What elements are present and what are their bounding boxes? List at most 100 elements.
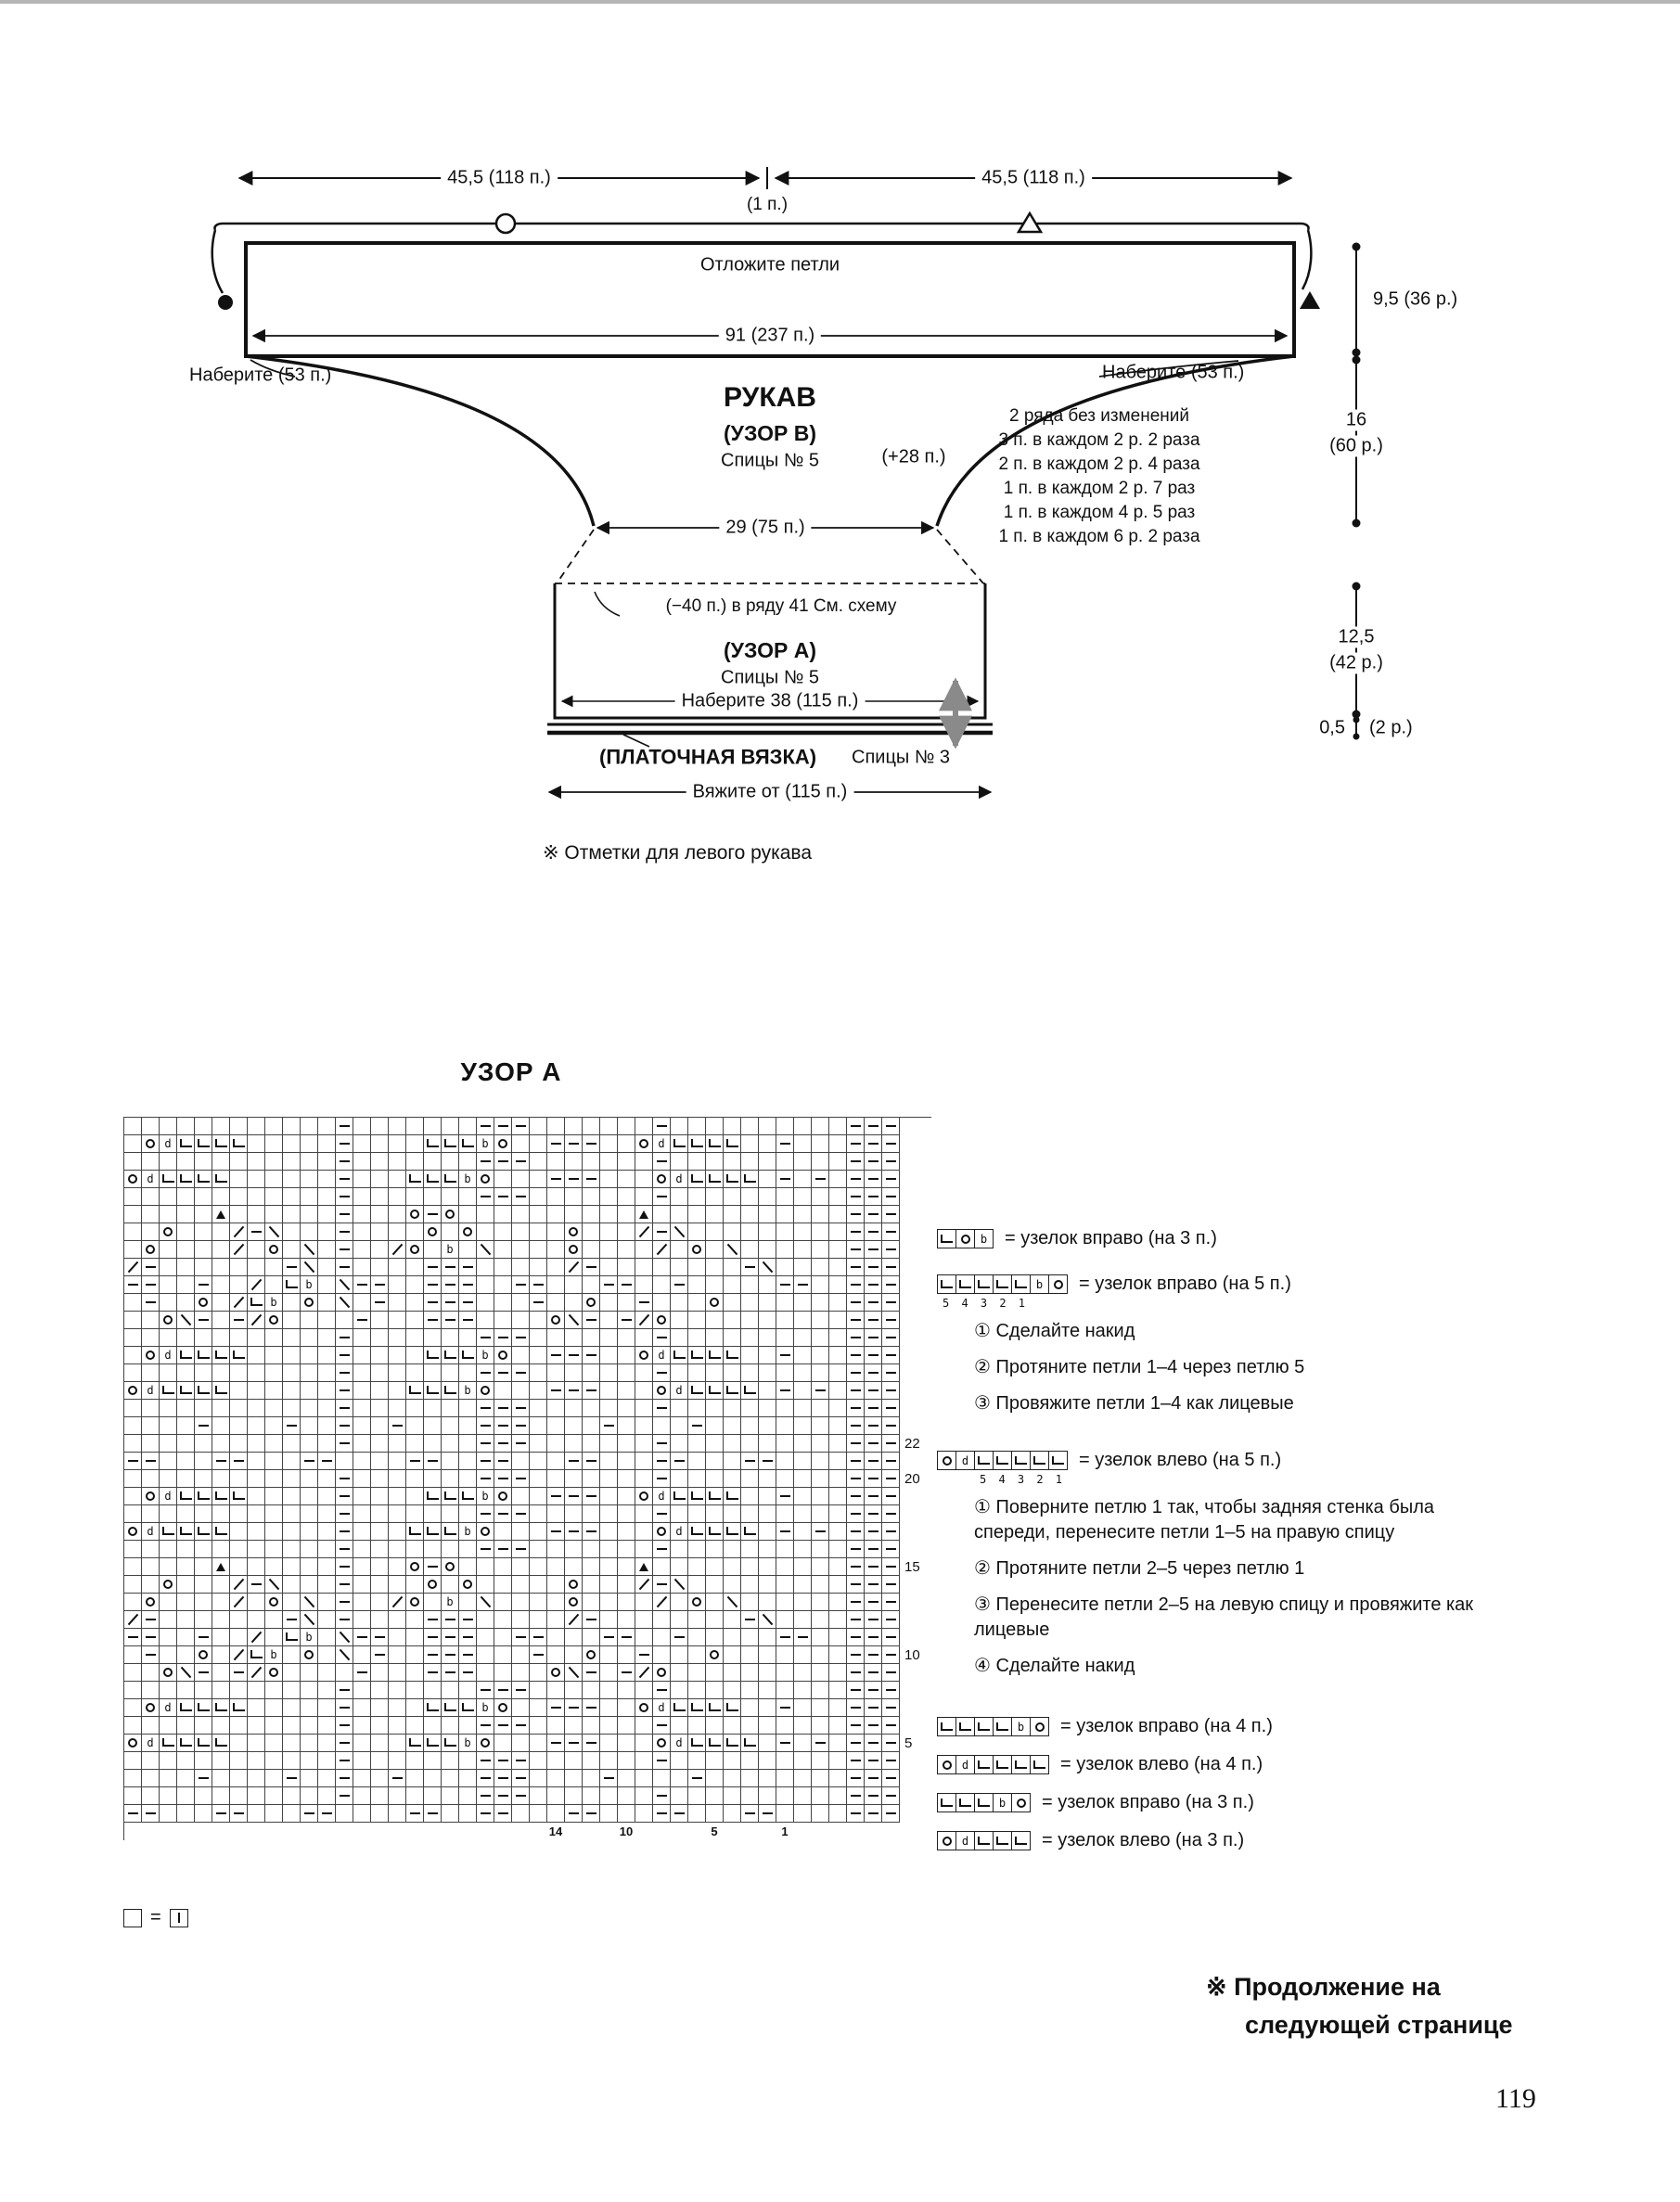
chart-cell (583, 1453, 600, 1470)
purl-dash-symbol (850, 1654, 861, 1656)
chart-cell (565, 1435, 583, 1453)
chart-cell (406, 1329, 424, 1347)
chart-cell (547, 1470, 565, 1488)
chart-cell (265, 1276, 283, 1294)
chart-cell (671, 1470, 688, 1488)
chart-cell (248, 1787, 265, 1805)
chart-cell (600, 1400, 618, 1417)
chart-cell (829, 1364, 847, 1382)
chart-cell (424, 1347, 442, 1364)
chart-cell (583, 1294, 600, 1312)
chart-cell (248, 1329, 265, 1347)
purl-dash-symbol (532, 1301, 544, 1303)
chart-cell (565, 1752, 583, 1770)
row-number (900, 1241, 931, 1259)
chart-cell (882, 1787, 900, 1805)
chart-cell (600, 1135, 618, 1153)
chart-cell (865, 1294, 882, 1312)
chart-cell (142, 1505, 160, 1523)
chart-cell (442, 1541, 459, 1558)
chart-cell (124, 1206, 142, 1223)
legend-steps: ① Поверните петлю 1 так, чтобы задняя ст… (974, 1495, 1494, 1679)
chart-cell (829, 1488, 847, 1505)
chart-cell (759, 1594, 776, 1611)
chart-cell (794, 1312, 812, 1329)
chart-cell (177, 1646, 195, 1664)
chart-cell (459, 1400, 477, 1417)
purl-dash-symbol (673, 1812, 685, 1814)
chart-cell (494, 1312, 512, 1329)
purl-dash-symbol (885, 1530, 896, 1532)
chart-cell (565, 1294, 583, 1312)
chart-cell (248, 1241, 265, 1259)
chart-cell (882, 1505, 900, 1523)
chart-cell (248, 1488, 265, 1505)
chart-cell: d (160, 1699, 177, 1717)
chart-cell (671, 1505, 688, 1523)
chart-cell (160, 1576, 177, 1594)
chart-cell (336, 1505, 353, 1523)
dashed-right (936, 529, 984, 584)
chart-cell (494, 1717, 512, 1735)
chart-cell (265, 1717, 283, 1735)
chart-cell (882, 1294, 900, 1312)
row-number (900, 1787, 931, 1805)
chart-cell (776, 1523, 794, 1541)
purl-dash-symbol (550, 1707, 561, 1709)
yarn-over-symbol (692, 1245, 701, 1254)
purl-dash-symbol (480, 1548, 491, 1550)
chart-cell (635, 1171, 653, 1188)
chart-cell (318, 1470, 336, 1488)
right-decrease-symbol (303, 1243, 314, 1256)
chart-cell (847, 1682, 865, 1699)
chart-cell (671, 1717, 688, 1735)
chart-cell (283, 1787, 301, 1805)
knot-base-symbol (690, 1386, 703, 1394)
chart-cell (283, 1329, 301, 1347)
chart-cell (318, 1576, 336, 1594)
purl-dash-symbol (233, 1460, 244, 1462)
chart-cell (318, 1682, 336, 1699)
chart-cell (424, 1364, 442, 1382)
chart-cell (759, 1382, 776, 1400)
chart-cell (635, 1558, 653, 1576)
chart-cell (653, 1259, 671, 1276)
chart-cell (635, 1259, 653, 1276)
chart-cell (512, 1470, 530, 1488)
chart-cell (618, 1188, 635, 1206)
chart-cell (600, 1699, 618, 1717)
chart-cell (389, 1611, 406, 1629)
chart-cell (565, 1629, 583, 1646)
chart-cell (459, 1188, 477, 1206)
chart-cell (583, 1805, 600, 1823)
chart-cell (530, 1223, 547, 1241)
chart-cell (248, 1435, 265, 1453)
legend-item: d= узелок влево (на 3 п.) (937, 1830, 1540, 1851)
chart-cell (653, 1153, 671, 1171)
chart-cell (371, 1646, 389, 1664)
chart-cell (688, 1699, 706, 1717)
chart-cell (829, 1171, 847, 1188)
chart-cell (759, 1488, 776, 1505)
purl-dash-symbol (850, 1301, 861, 1303)
chart-cell (230, 1770, 248, 1787)
chart-cell (424, 1400, 442, 1417)
chart-cell (618, 1787, 635, 1805)
chart-cell (618, 1223, 635, 1241)
chart-cell (248, 1206, 265, 1223)
purl-dash-symbol (850, 1160, 861, 1162)
chart-cell (230, 1364, 248, 1382)
chart-cell (353, 1611, 371, 1629)
chart-cell (248, 1682, 265, 1699)
chart-cell (124, 1347, 142, 1364)
chart-cell (530, 1664, 547, 1682)
chart-cell (600, 1188, 618, 1206)
chart-cell (494, 1435, 512, 1453)
chart-cell (212, 1470, 230, 1488)
chart-cell (230, 1629, 248, 1646)
yarn-over-symbol (942, 1760, 952, 1770)
chart-cell (829, 1470, 847, 1488)
chart-cell (530, 1135, 547, 1153)
chart-cell (847, 1135, 865, 1153)
